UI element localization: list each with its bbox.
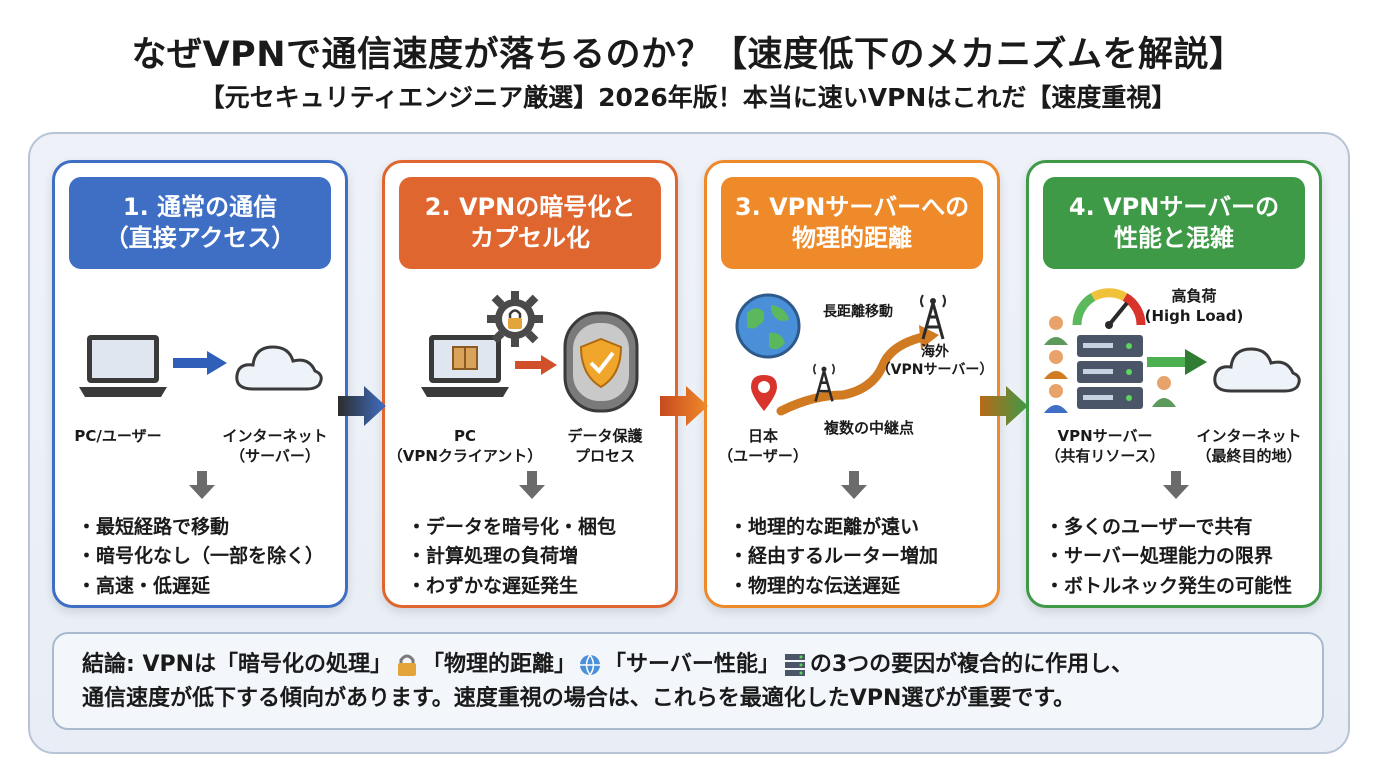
globe-icon xyxy=(580,654,601,676)
card-server-performance: 4. VPNサーバーの 性能と混雑 高負荷 (High Load) VPNサーバ… xyxy=(1026,160,1322,608)
arrow-right-icon xyxy=(1147,349,1207,375)
laptop-package-icon xyxy=(421,335,509,397)
antenna-icon xyxy=(813,363,835,402)
gear-lock-icon xyxy=(487,291,543,347)
laptop-icon xyxy=(79,335,167,397)
list-item: 多くのユーザーで共有 xyxy=(1045,513,1292,542)
down-arrow-icon xyxy=(519,471,545,499)
label-overseas-vpn-server: 海外 （VPNサーバー） xyxy=(876,344,994,379)
list-item: わずかな遅延発生 xyxy=(407,572,616,601)
location-pin-icon xyxy=(751,375,777,411)
list-item: 物理的な伝送遅延 xyxy=(729,572,938,601)
flow-arrow-icon xyxy=(660,386,708,426)
card-title: 1. 通常の通信 （直接アクセス） xyxy=(69,177,331,269)
list-item: ボトルネック発生の可能性 xyxy=(1045,572,1292,601)
cloud-icon xyxy=(1213,347,1301,393)
conclusion-line-2: 通信速度が低下する傾向があります。速度重視の場合は、これらを最適化したVPN選び… xyxy=(82,686,1076,712)
label-internet-server: インターネット （サーバー） xyxy=(222,427,328,465)
list-item: データを暗号化・梱包 xyxy=(407,513,616,542)
label-japan-user: 日本 （ユーザー） xyxy=(718,427,808,465)
down-arrow-icon xyxy=(189,471,215,499)
label-relay-points: 複数の中継点 xyxy=(823,419,914,437)
card-title: 2. VPNの暗号化と カプセル化 xyxy=(399,177,661,269)
conclusion-text: 結論: VPNは「暗号化の処理」 xyxy=(82,652,393,677)
card-title: 4. VPNサーバーの 性能と混雑 xyxy=(1043,177,1305,269)
label-vpn-server-shared: VPNサーバー （共有リソース） xyxy=(1045,427,1165,465)
flow-arrow-icon xyxy=(338,386,386,426)
server-icon xyxy=(784,654,805,677)
cloud-icon xyxy=(235,345,323,391)
card-bullets: 地理的な距離が遠い 経由するルーター増加 物理的な伝送遅延 xyxy=(729,513,938,601)
conclusion-text: 「サーバー性能」 xyxy=(604,652,780,677)
list-item: 地理的な距離が遠い xyxy=(729,513,938,542)
down-arrow-icon xyxy=(841,471,867,499)
label-pc-vpn-client: PC （VPNクライアント） xyxy=(387,427,543,465)
conclusion-text: 「物理的距離」 xyxy=(422,652,577,677)
users-icon xyxy=(1152,376,1176,407)
list-item: 計算処理の負荷増 xyxy=(407,542,616,571)
card-bullets: データを暗号化・梱包 計算処理の負荷増 わずかな遅延発生 xyxy=(407,513,616,601)
list-item: 暗号化なし（一部を除く） xyxy=(77,542,324,571)
lock-icon xyxy=(398,654,417,677)
card-bullets: 多くのユーザーで共有 サーバー処理能力の限界 ボトルネック発生の可能性 xyxy=(1045,513,1292,601)
card-title: 3. VPNサーバーへの 物理的距離 xyxy=(721,177,983,269)
card-physical-distance: 3. VPNサーバーへの 物理的距離 長距離移動 海外 （VPNサーバー） 日本… xyxy=(704,160,1000,608)
label-high-load: 高負荷 (High Load) xyxy=(1144,287,1244,325)
conclusion-text: の3つの要因が複合的に作用し、 xyxy=(809,652,1134,677)
conclusion-box: 結論: VPNは「暗号化の処理」 「物理的距離」 「サーバー性能」 の3つの要因… xyxy=(52,632,1324,730)
page-title: なぜVPNで通信速度が落ちるのか？【速度低下のメカニズムを解説】 xyxy=(131,35,1245,75)
label-long-distance: 長距離移動 xyxy=(823,304,893,320)
arrow-right-icon xyxy=(515,355,557,375)
conclusion-line-1: 結論: VPNは「暗号化の処理」 「物理的距離」 「サーバー性能」 の3つの要因… xyxy=(82,648,1294,682)
down-arrow-icon xyxy=(1163,471,1189,499)
label-data-protection: データ保護 プロセス xyxy=(567,427,643,465)
antenna-icon xyxy=(920,294,946,340)
label-internet-destination: インターネット （最終目的地） xyxy=(1196,427,1302,465)
label-pc-user: PC/ユーザー xyxy=(74,427,162,445)
card-vpn-encryption: 2. VPNの暗号化と カプセル化 PC （VPNクライアント） データ保護 プ… xyxy=(382,160,678,608)
shield-icon xyxy=(563,311,639,413)
gauge-icon xyxy=(1072,288,1146,329)
page-subtitle: 【元セキュリティエンジニア厳選】2026年版！本当に速いVPNはこれだ【速度重視… xyxy=(199,83,1177,112)
list-item: 最短経路で移動 xyxy=(77,513,324,542)
server-icon xyxy=(1077,335,1143,409)
card-normal-communication: 1. 通常の通信 （直接アクセス） PC/ユーザー インターネット （サーバー）… xyxy=(52,160,348,608)
arrow-right-icon xyxy=(173,351,227,375)
flow-arrow-icon xyxy=(980,386,1028,426)
globe-icon xyxy=(735,293,801,359)
users-icon xyxy=(1044,316,1068,413)
list-item: 経由するルーター増加 xyxy=(729,542,938,571)
list-item: サーバー処理能力の限界 xyxy=(1045,542,1292,571)
card-bullets: 最短経路で移動 暗号化なし（一部を除く） 高速・低遅延 xyxy=(77,513,324,601)
list-item: 高速・低遅延 xyxy=(77,572,324,601)
